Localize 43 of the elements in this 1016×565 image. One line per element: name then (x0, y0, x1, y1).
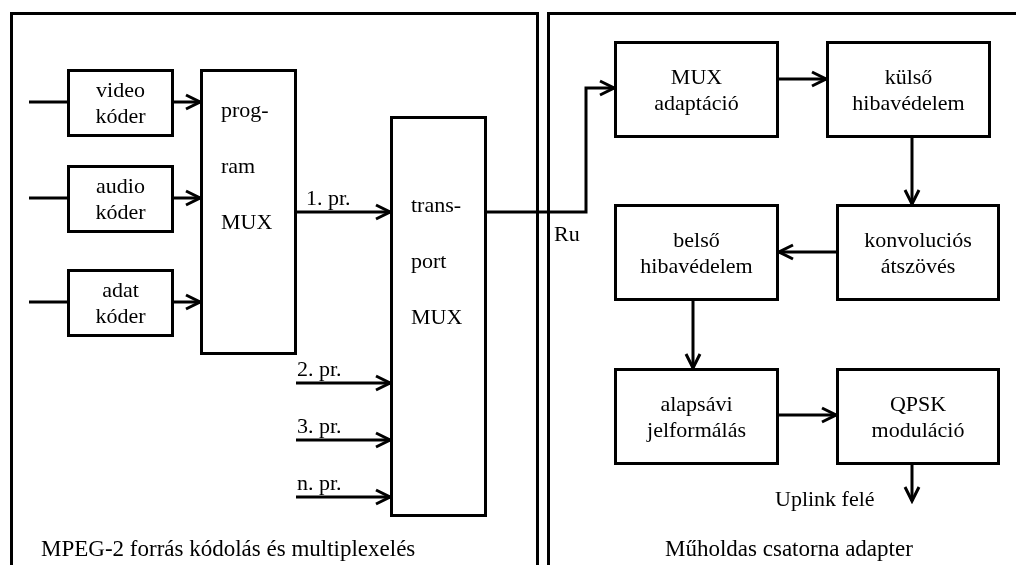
arrow (174, 93, 202, 111)
process-box (67, 269, 174, 337)
arrow (297, 203, 392, 221)
block-label: belső hibavédelem (639, 226, 754, 279)
block-label: MUX adaptáció (653, 63, 740, 116)
multiplexer-block (200, 69, 297, 355)
process-box (67, 69, 174, 137)
process-box (614, 368, 779, 465)
panel-caption: Műholdas csatorna adapter (665, 536, 913, 562)
arrow (903, 138, 921, 206)
arrow (296, 488, 392, 506)
arrow (174, 189, 202, 207)
block-label: prog- ram MUX (221, 96, 273, 236)
block-label: QPSK moduláció (870, 390, 966, 443)
arrow (903, 465, 921, 503)
panel-frame (547, 12, 1016, 565)
block-label: audio kóder (94, 173, 147, 225)
process-box (67, 165, 174, 233)
arrow (779, 70, 828, 88)
process-box (836, 368, 1000, 465)
multiplexer-block (390, 116, 487, 517)
arrow (779, 406, 838, 424)
process-box (836, 204, 1000, 301)
arrow (296, 374, 392, 392)
process-box (614, 41, 779, 138)
arrow (684, 301, 702, 370)
process-box (614, 204, 779, 301)
block-label: trans- port MUX (411, 191, 463, 331)
input-line (29, 300, 67, 304)
arrow (487, 79, 616, 214)
arrow (296, 431, 392, 449)
block-label: video kóder (94, 77, 147, 129)
block-label: adat kóder (94, 277, 147, 329)
block-label: külső hibavédelem (851, 63, 966, 116)
process-box (826, 41, 991, 138)
panel-caption: MPEG-2 forrás kódolás és multiplexelés (41, 536, 416, 562)
block-label: alapsávi jelformálás (645, 390, 747, 443)
panel-frame (10, 12, 539, 565)
arrow (174, 293, 202, 311)
arrow (777, 243, 836, 261)
input-line (29, 196, 67, 200)
block-label: konvoluciós átszövés (863, 226, 973, 279)
input-line (29, 100, 67, 104)
